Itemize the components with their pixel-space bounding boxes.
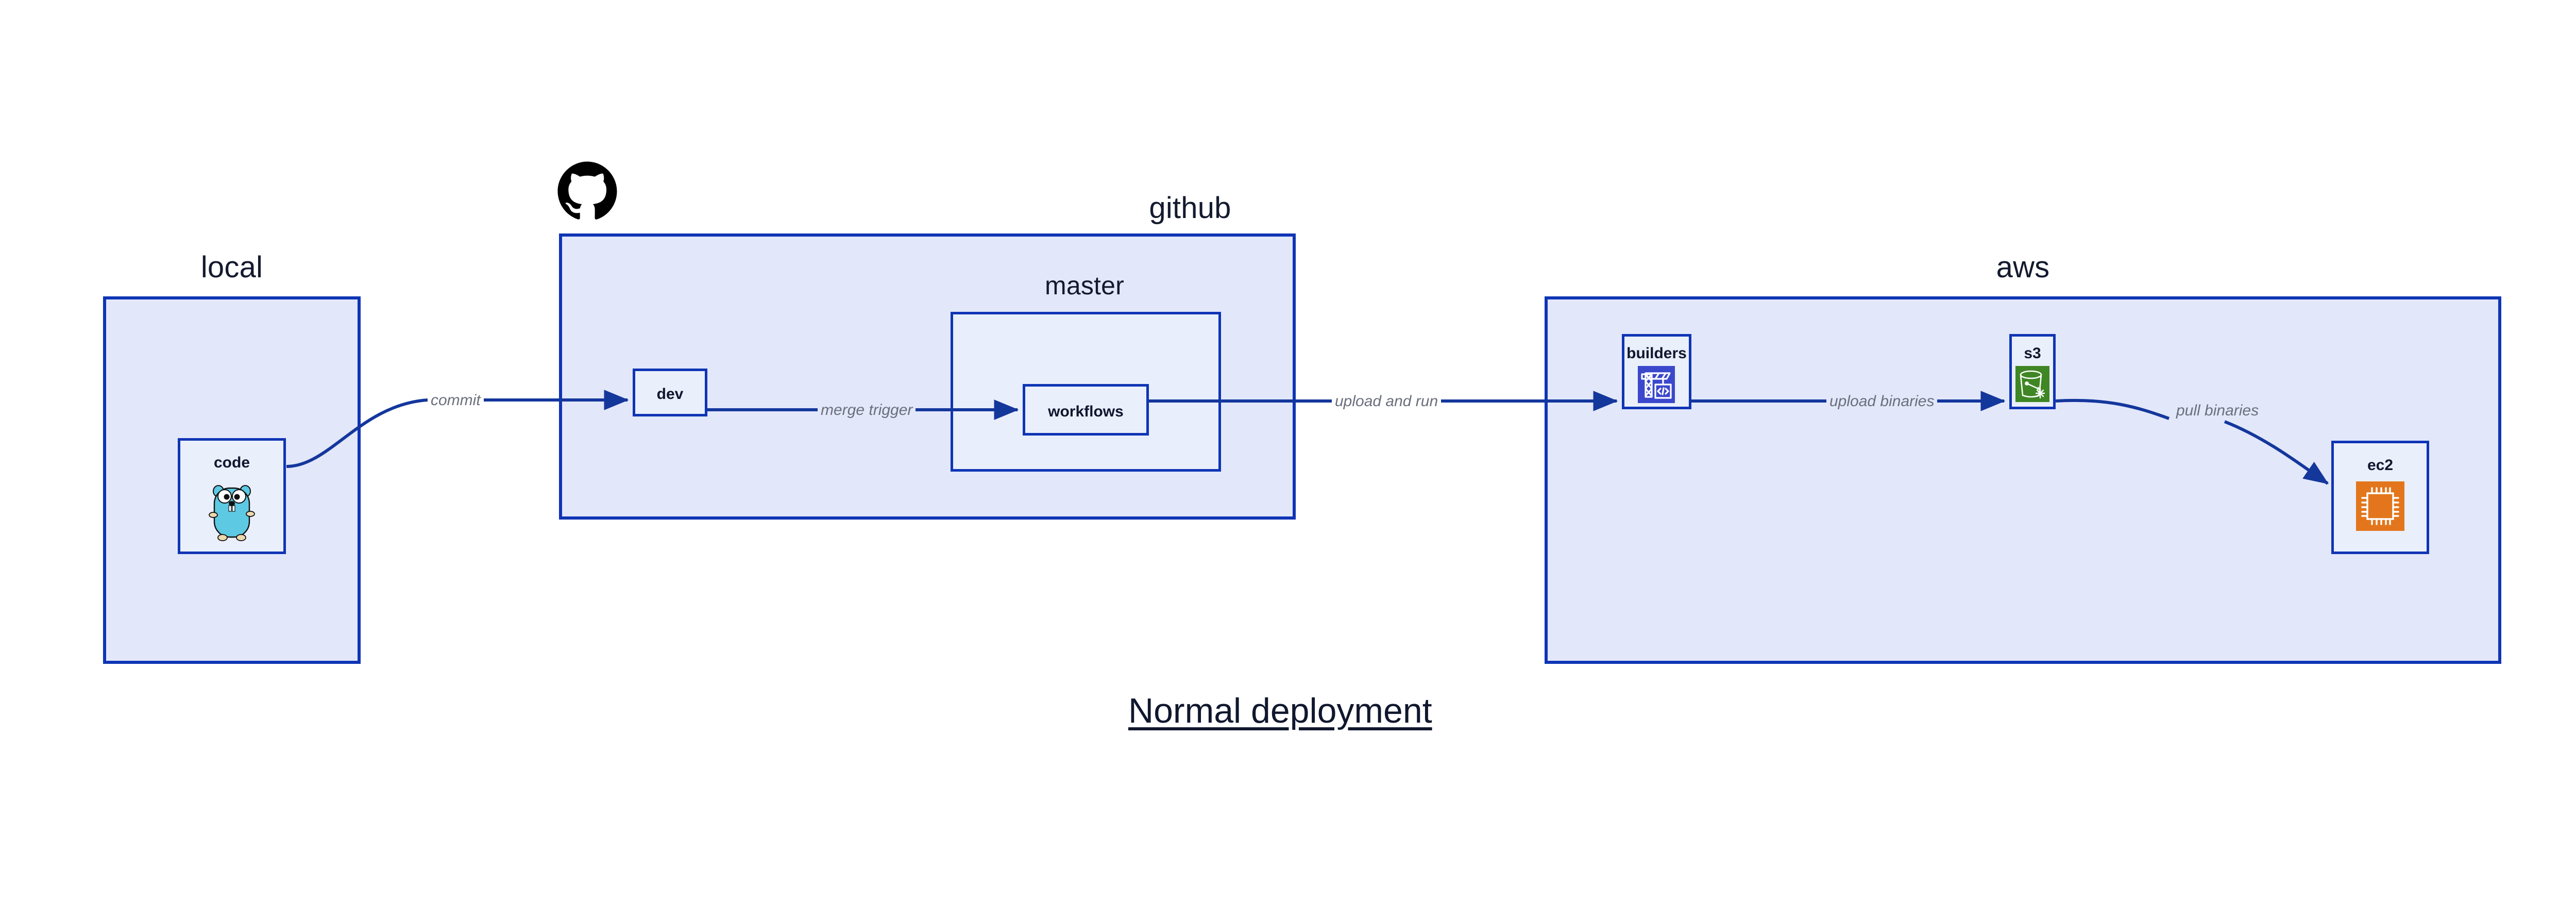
subgroup-label-master: master — [1044, 271, 1124, 300]
aws-crane-icon — [1638, 366, 1675, 406]
group-label-local: local — [200, 250, 263, 284]
edge-label-commit: commit — [428, 393, 484, 408]
node-label-workflows: workflows — [1048, 403, 1124, 420]
node-label-ec2: ec2 — [2367, 457, 2394, 474]
node-label-s3: s3 — [2024, 345, 2041, 362]
aws-s3-bucket-icon — [2015, 366, 2049, 405]
node-box-ec2[interactable]: ec2 — [2331, 441, 2429, 554]
node-label-code: code — [213, 454, 250, 471]
node-label-dev: dev — [656, 386, 684, 403]
go-gopher-icon — [207, 481, 257, 545]
node-box-workflows[interactable]: workflows — [1023, 384, 1149, 436]
edge-label-pull-binaries: pull binaries — [2173, 403, 2262, 419]
edge-label-merge-trigger: merge trigger — [818, 403, 916, 418]
diagram-title: Normal deployment — [1128, 691, 1432, 730]
aws-ec2-chip-icon — [2356, 481, 2404, 533]
github-octocat-logo — [556, 159, 618, 226]
node-label-builders: builders — [1626, 345, 1687, 362]
edge-label-upload-binaries: upload binaries — [1826, 394, 1938, 409]
group-label-aws: aws — [1996, 250, 2050, 284]
edge-label-upload-and-run: upload and run — [1332, 394, 1442, 409]
node-box-dev[interactable]: dev — [633, 369, 707, 416]
node-box-code[interactable]: code — [178, 438, 286, 554]
group-label-github: github — [1149, 191, 1231, 225]
